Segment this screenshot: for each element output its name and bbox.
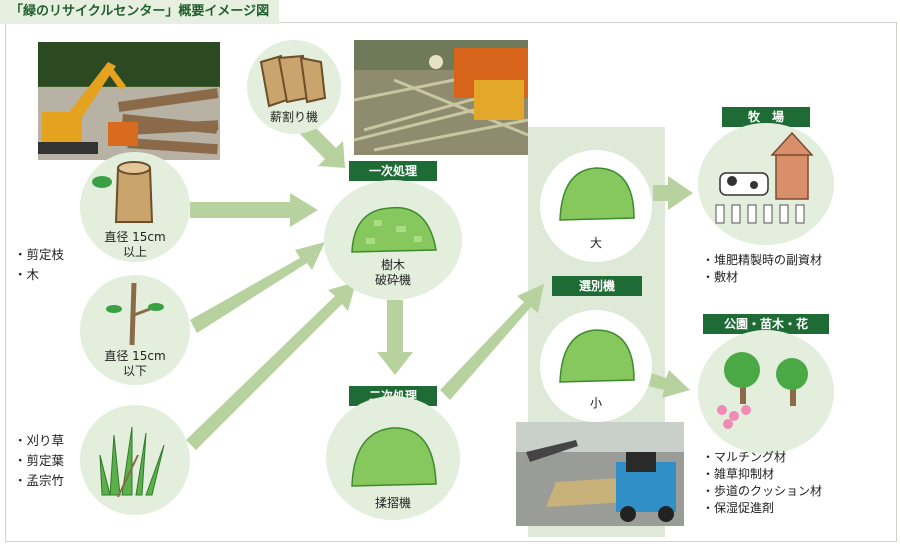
large-chips-label: 大 [589,236,602,250]
farm-use-item: ・敷材 [702,270,739,284]
primary-processing-badge: 一次処理 [349,161,437,181]
firewood-splitter-circle: 薪割り機 [247,40,341,134]
arrow-small-to-park [648,370,690,398]
input-list-grass: ・刈り草 ・剪定葉 ・孟宗竹 [14,431,64,491]
large-chips-circle: 大 [540,150,652,262]
crusher-circle: 樹木 破砕機 [324,180,462,300]
park-circle [698,330,834,454]
sorter-badge: 選別機 [552,276,642,296]
input-item-pruned-branches: ・剪定枝 [14,247,65,262]
farm-circle [698,123,834,245]
park-use-item: ・マルチング材 [702,450,787,464]
farm-use-item: ・堆肥精製時の副資材 [702,253,823,267]
forklift-photo [516,422,684,526]
input-item-cut-grass: ・刈り草 [14,433,65,448]
arrow-thin-to-crusher [190,242,325,333]
arrow-large-to-farm [653,176,693,210]
small-chips-label: 小 [589,396,602,410]
farm-badge: 牧 場 [722,107,810,127]
input-item-bamboo: ・孟宗竹 [14,473,65,488]
input-list-branches: ・剪定枝 ・木 [14,245,64,285]
crusher-label: 樹木 破砕機 [374,258,411,287]
small-chips-icon [559,329,635,383]
thin-wood-label: 直径 15cm 以下 [104,349,166,378]
diagram-title: 「緑のリサイクルセンター」概要イメージ図 [0,0,280,24]
arrow-grass-to-crusher [186,282,356,450]
input-item-wood: ・木 [14,267,40,282]
input-item-pruned-leaves: ・剪定葉 [14,453,65,468]
thick-wood-label: 直径 15cm 以上 [104,230,166,259]
chipper-photo [354,40,528,155]
kneader-label: 揉摺機 [374,496,411,510]
park-use-item: ・保湿促進剤 [702,501,775,515]
farm-uses-list: ・堆肥精製時の副資材 ・敷材 [702,252,822,286]
thick-wood-circle: 直径 15cm 以上 [80,152,190,262]
branch-icon [106,282,164,346]
park-use-item: ・雑草抑制材 [702,467,775,481]
firewood-splitter-label: 薪割り機 [269,110,318,124]
log-icon [92,161,154,223]
fine-chip-icon [351,427,437,487]
trees-flowers-icon [717,352,808,429]
arrow-crusher-to-kneader [377,300,413,375]
park-badge: 公園・苗木・花 [703,314,829,334]
diagram-frame [5,22,897,542]
thin-wood-circle: 直径 15cm 以下 [80,275,190,385]
chip-pile-icon [351,206,437,253]
firewood-icon [259,54,327,108]
kneader-circle: 揉摺機 [326,396,460,520]
excavator-photo [38,42,220,160]
large-chips-icon [559,167,635,221]
grass-circle [80,405,190,515]
arrow-kneader-to-sorter [440,284,544,400]
arrow-thick-to-crusher [190,193,318,227]
park-use-item: ・歩道のクッション材 [702,484,823,498]
farm-icon [715,131,814,224]
park-uses-list: ・マルチング材 ・雑草抑制材 ・歩道のクッション材 ・保湿促進剤 [702,449,822,517]
small-chips-circle: 小 [540,310,652,422]
grass-icon [99,426,165,498]
